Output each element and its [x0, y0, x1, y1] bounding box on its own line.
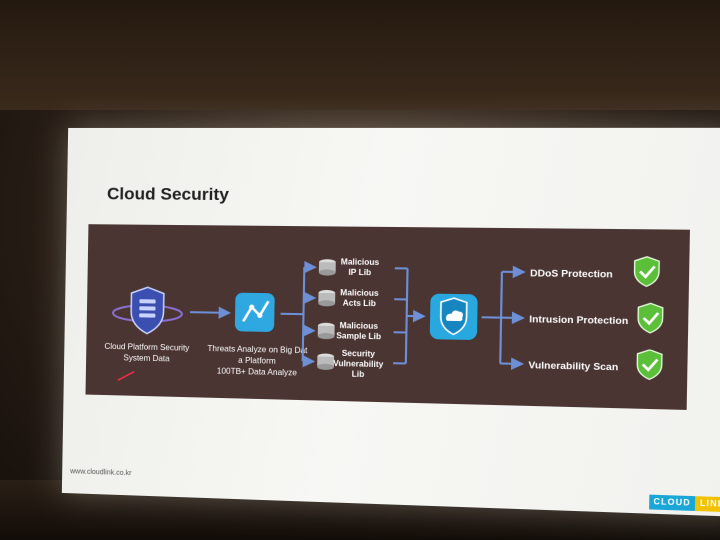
source-label-line1: Cloud Platform Security	[104, 342, 189, 353]
library-3-line2: Sample Lib	[336, 331, 381, 341]
database-icon	[317, 322, 335, 340]
library-4-line2: Vulnerability	[333, 359, 384, 369]
output-label-3: Vulnerability Scan	[528, 360, 618, 374]
output-label-2: Intrusion Protection	[529, 314, 628, 327]
database-icon	[318, 259, 336, 276]
room-ceiling	[0, 0, 720, 110]
shield-database-icon	[113, 287, 183, 335]
analyzer-label-line3: 100TB+ Data Analyze	[217, 366, 298, 377]
logo-part-link: LINK	[695, 496, 720, 513]
logo-part-cloud: CLOUD	[648, 494, 696, 512]
projection-screen: Cloud Security Cloud Platform Security S…	[62, 128, 720, 517]
library-1-line2: IP Lib	[348, 268, 371, 278]
library-2-line2: Acts Lib	[343, 298, 376, 308]
library-2-line1: Malicious	[340, 288, 379, 298]
footer-url: www.cloudlink.co.kr	[70, 468, 132, 478]
check-shield-icon	[638, 303, 663, 333]
slide-title: Cloud Security	[106, 184, 230, 205]
source-label-line2: System Data	[123, 353, 170, 363]
library-1-line1: Malicious	[341, 257, 380, 267]
arrow-source-analyzer	[190, 312, 229, 313]
database-icon	[317, 353, 335, 371]
cloud-shield-icon	[429, 293, 478, 341]
laser-pointer-mark	[118, 371, 134, 380]
check-shield-icon	[634, 257, 659, 287]
analyzer-label-line2: a Platform	[238, 356, 276, 366]
database-icon	[318, 289, 336, 307]
output-label-1: DDoS Protection	[530, 268, 613, 281]
check-shield-icon	[637, 350, 662, 380]
library-3-line1: Malicious	[340, 321, 379, 331]
cloudlink-logo: CLOUD LINK	[648, 494, 720, 513]
security-flow-diagram: Cloud Platform Security System Data Thre…	[86, 224, 690, 410]
library-4-line3: Lib	[352, 369, 365, 379]
diagram-panel: Cloud Platform Security System Data Thre…	[86, 224, 690, 410]
library-4-line1: Security	[342, 349, 376, 359]
analyzer-label-line1: Threats Analyze on Big Dat	[207, 344, 308, 355]
analytics-chart-icon	[234, 292, 275, 333]
